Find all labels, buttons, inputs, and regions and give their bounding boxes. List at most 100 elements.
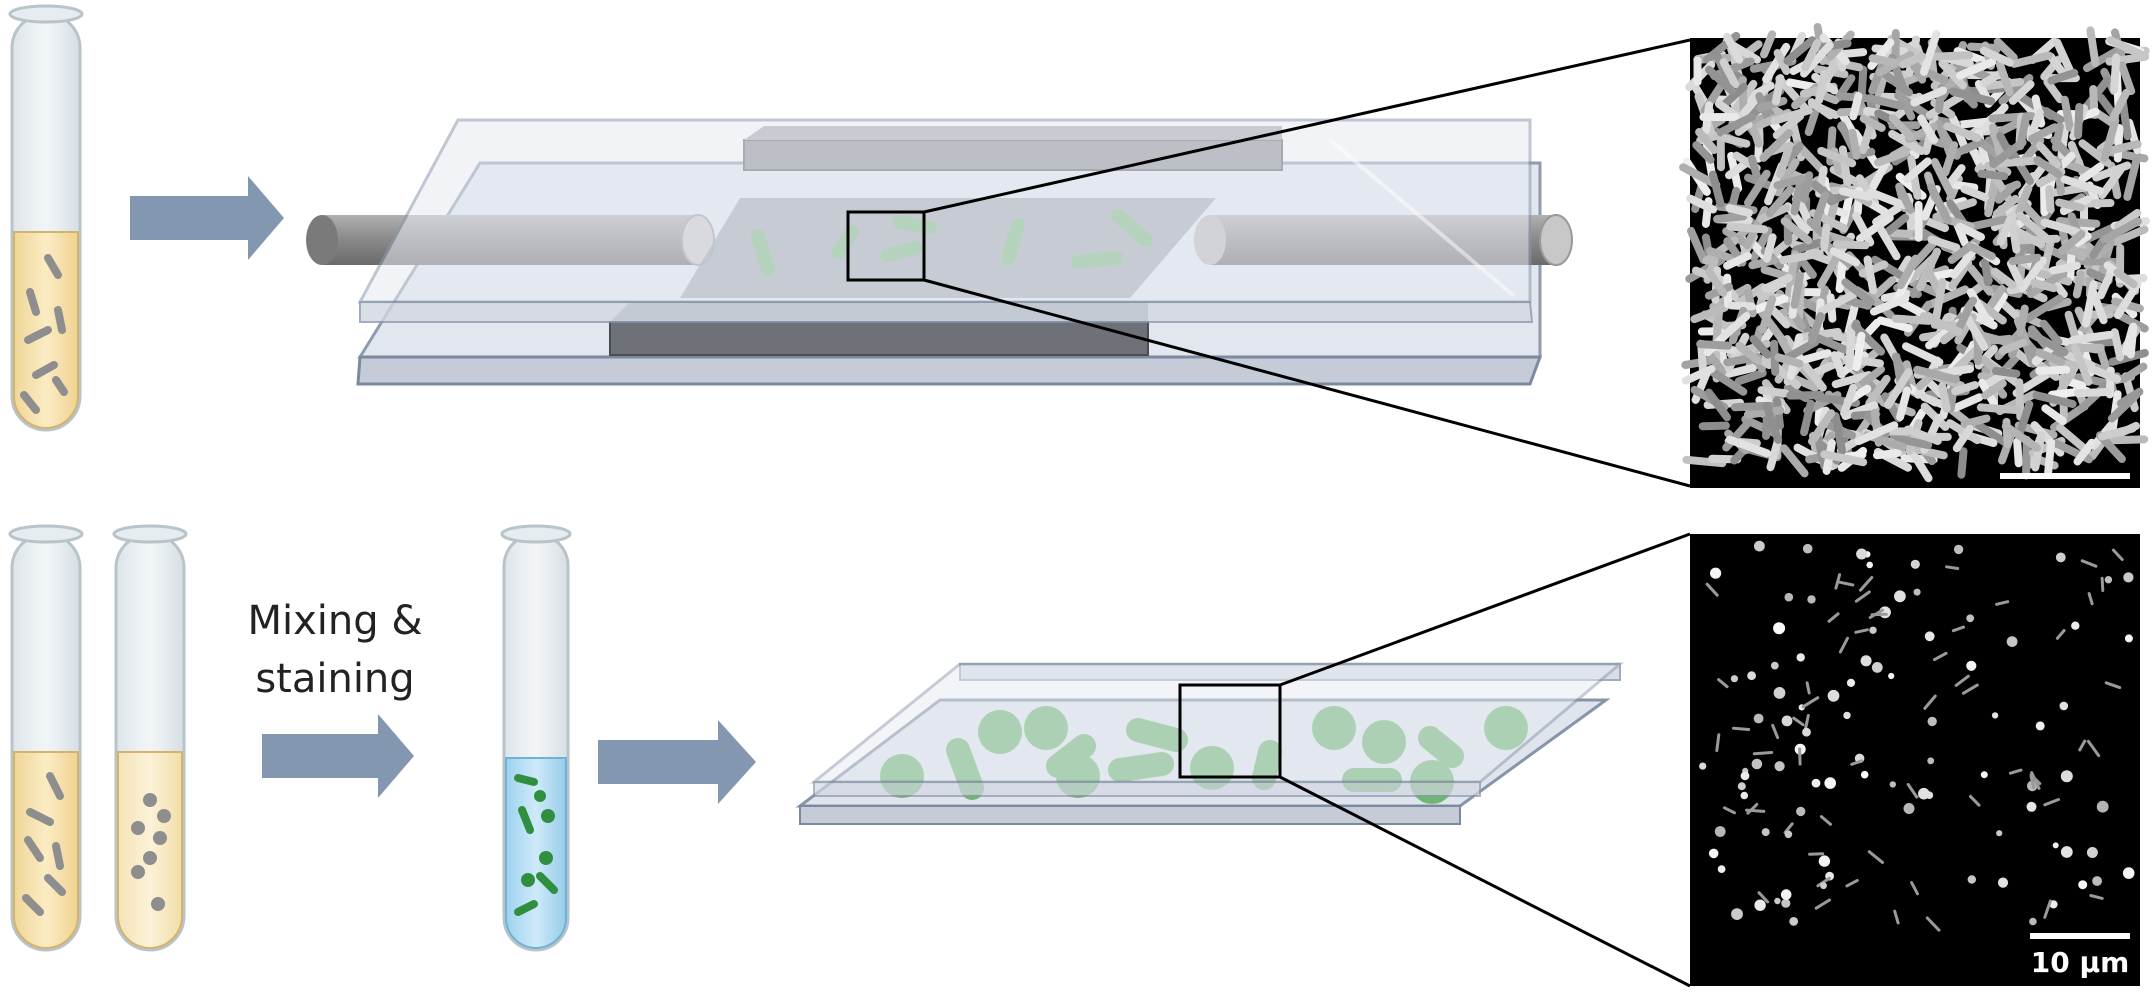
micrograph-rod [2089,894,2104,900]
micrograph-top [1679,23,2150,488]
micrograph-rod [1993,37,2018,62]
micrograph-rod [2113,279,2142,320]
micrograph-rod [2028,123,2059,143]
micrograph-rod [1927,235,1961,252]
micrograph-rod [1874,148,1910,167]
micrograph-rod [2060,95,2074,132]
rod-bacteria-grey [20,254,68,414]
micrograph-coccus [1966,660,1977,671]
micrograph-rod [1735,341,1763,365]
micrograph-rod [1992,194,2020,218]
micrograph-rod [1698,421,1730,431]
micrograph-rod [2098,165,2125,199]
micrograph-rod [1839,192,1854,227]
micrograph-rod [2044,438,2056,477]
micrograph-rod [2030,421,2065,457]
micrograph-rod [1934,120,1955,159]
micrograph-rod [1865,374,1891,408]
micrograph-rod [1805,681,1811,695]
micrograph-rod [1859,114,1886,132]
micrograph-rod [1919,312,1963,336]
micrograph-rod [1956,303,1974,331]
micrograph-coccus [2060,846,2073,858]
micrograph-rod [1841,278,1875,306]
micrograph-rod [1708,170,1725,208]
micrograph-rod [1955,222,1985,241]
micrograph-rod [2033,156,2063,179]
micrograph-coccus [1913,588,1921,596]
micrograph-coccus [1980,771,1988,779]
micrograph-rod [1748,256,1779,270]
micrograph-rod [1780,217,1813,245]
micrograph-rod [2053,38,2074,75]
micrograph-coccus [1708,848,1719,859]
micrograph-rod [1896,254,1920,290]
micrograph-rod [1930,157,1956,200]
micrograph-rod [1960,185,1989,202]
micrograph-coccus [1866,561,1873,569]
micrograph-rod [2100,217,2142,244]
micrograph-coccus [2035,721,2045,731]
micrograph-coccus [1784,830,1793,839]
micrograph-rod [1906,783,1919,799]
micrograph-rod [1854,590,1871,603]
micrograph-rod [1981,379,2007,400]
micrograph-rod [2113,124,2124,163]
micrograph-rod [1801,696,1820,709]
micrograph-rod [1690,303,1729,324]
micrograph-rod [1998,338,2028,355]
micrograph-rod [2015,184,2033,216]
micrograph-coccus [1770,661,1779,670]
micrograph-rod [1840,383,1858,418]
micrograph-coccus [1871,662,1883,673]
micrograph-rod [1841,401,1879,420]
micrograph-rod [1757,891,1770,904]
micrograph-rod [2109,435,2149,445]
micrograph-rod [2082,280,2098,328]
micrograph-coccus [1747,671,1756,681]
micrograph-rod [1695,128,1719,154]
micrograph-rod [1719,58,1740,89]
micrograph-rod [1990,267,2017,289]
micrograph-rod [2057,230,2086,255]
micrograph-rod [1815,69,1829,105]
micrograph-coccus [2026,801,2037,812]
micrograph-rod [1949,87,1996,106]
micrograph-rod [1838,580,1855,587]
micrograph-rod [2118,98,2132,141]
micrograph-rod [1848,128,1861,160]
micrograph-rod [1706,247,1735,263]
micrograph-rod [1966,242,1996,261]
micrograph-rod [2049,261,2081,275]
micrograph-rod [2078,162,2105,184]
zoom-lines-top [923,38,1691,488]
micrograph-rod [1920,30,1941,76]
micrograph-coccus [2092,876,2103,886]
micrograph-rod [2086,26,2100,68]
tube-stained-mix [500,524,572,952]
micrograph-rod [2035,348,2066,366]
micrograph-rod [1896,386,1912,421]
micrograph-rod [1938,59,1967,90]
micrograph-rod [1838,145,1852,188]
micrograph-rod [1811,191,1830,227]
micrograph-rod [1951,381,1979,396]
micrograph-rod [1807,98,1835,120]
micrograph-rod [1866,188,1908,210]
micrograph-rod [2032,391,2077,408]
micrograph-rod [2001,422,2041,452]
micrograph-coccus [1796,653,1805,662]
micrograph-rod [1996,156,2043,168]
micrograph-rod [1813,430,1829,471]
micrograph-coccus [1846,678,1856,688]
micrograph-rod [2043,78,2064,104]
micrograph-rod [1888,114,1915,141]
arrow-top [130,176,284,260]
micrograph-rod [1927,51,1974,61]
micrograph-rod [1955,57,1997,80]
micrograph-rod [1793,349,1832,366]
micrograph-rod [1760,30,1777,59]
micrograph-coccus [2055,552,2066,563]
micrograph-rod [1933,651,1948,662]
micrograph-rod [1790,175,1805,216]
